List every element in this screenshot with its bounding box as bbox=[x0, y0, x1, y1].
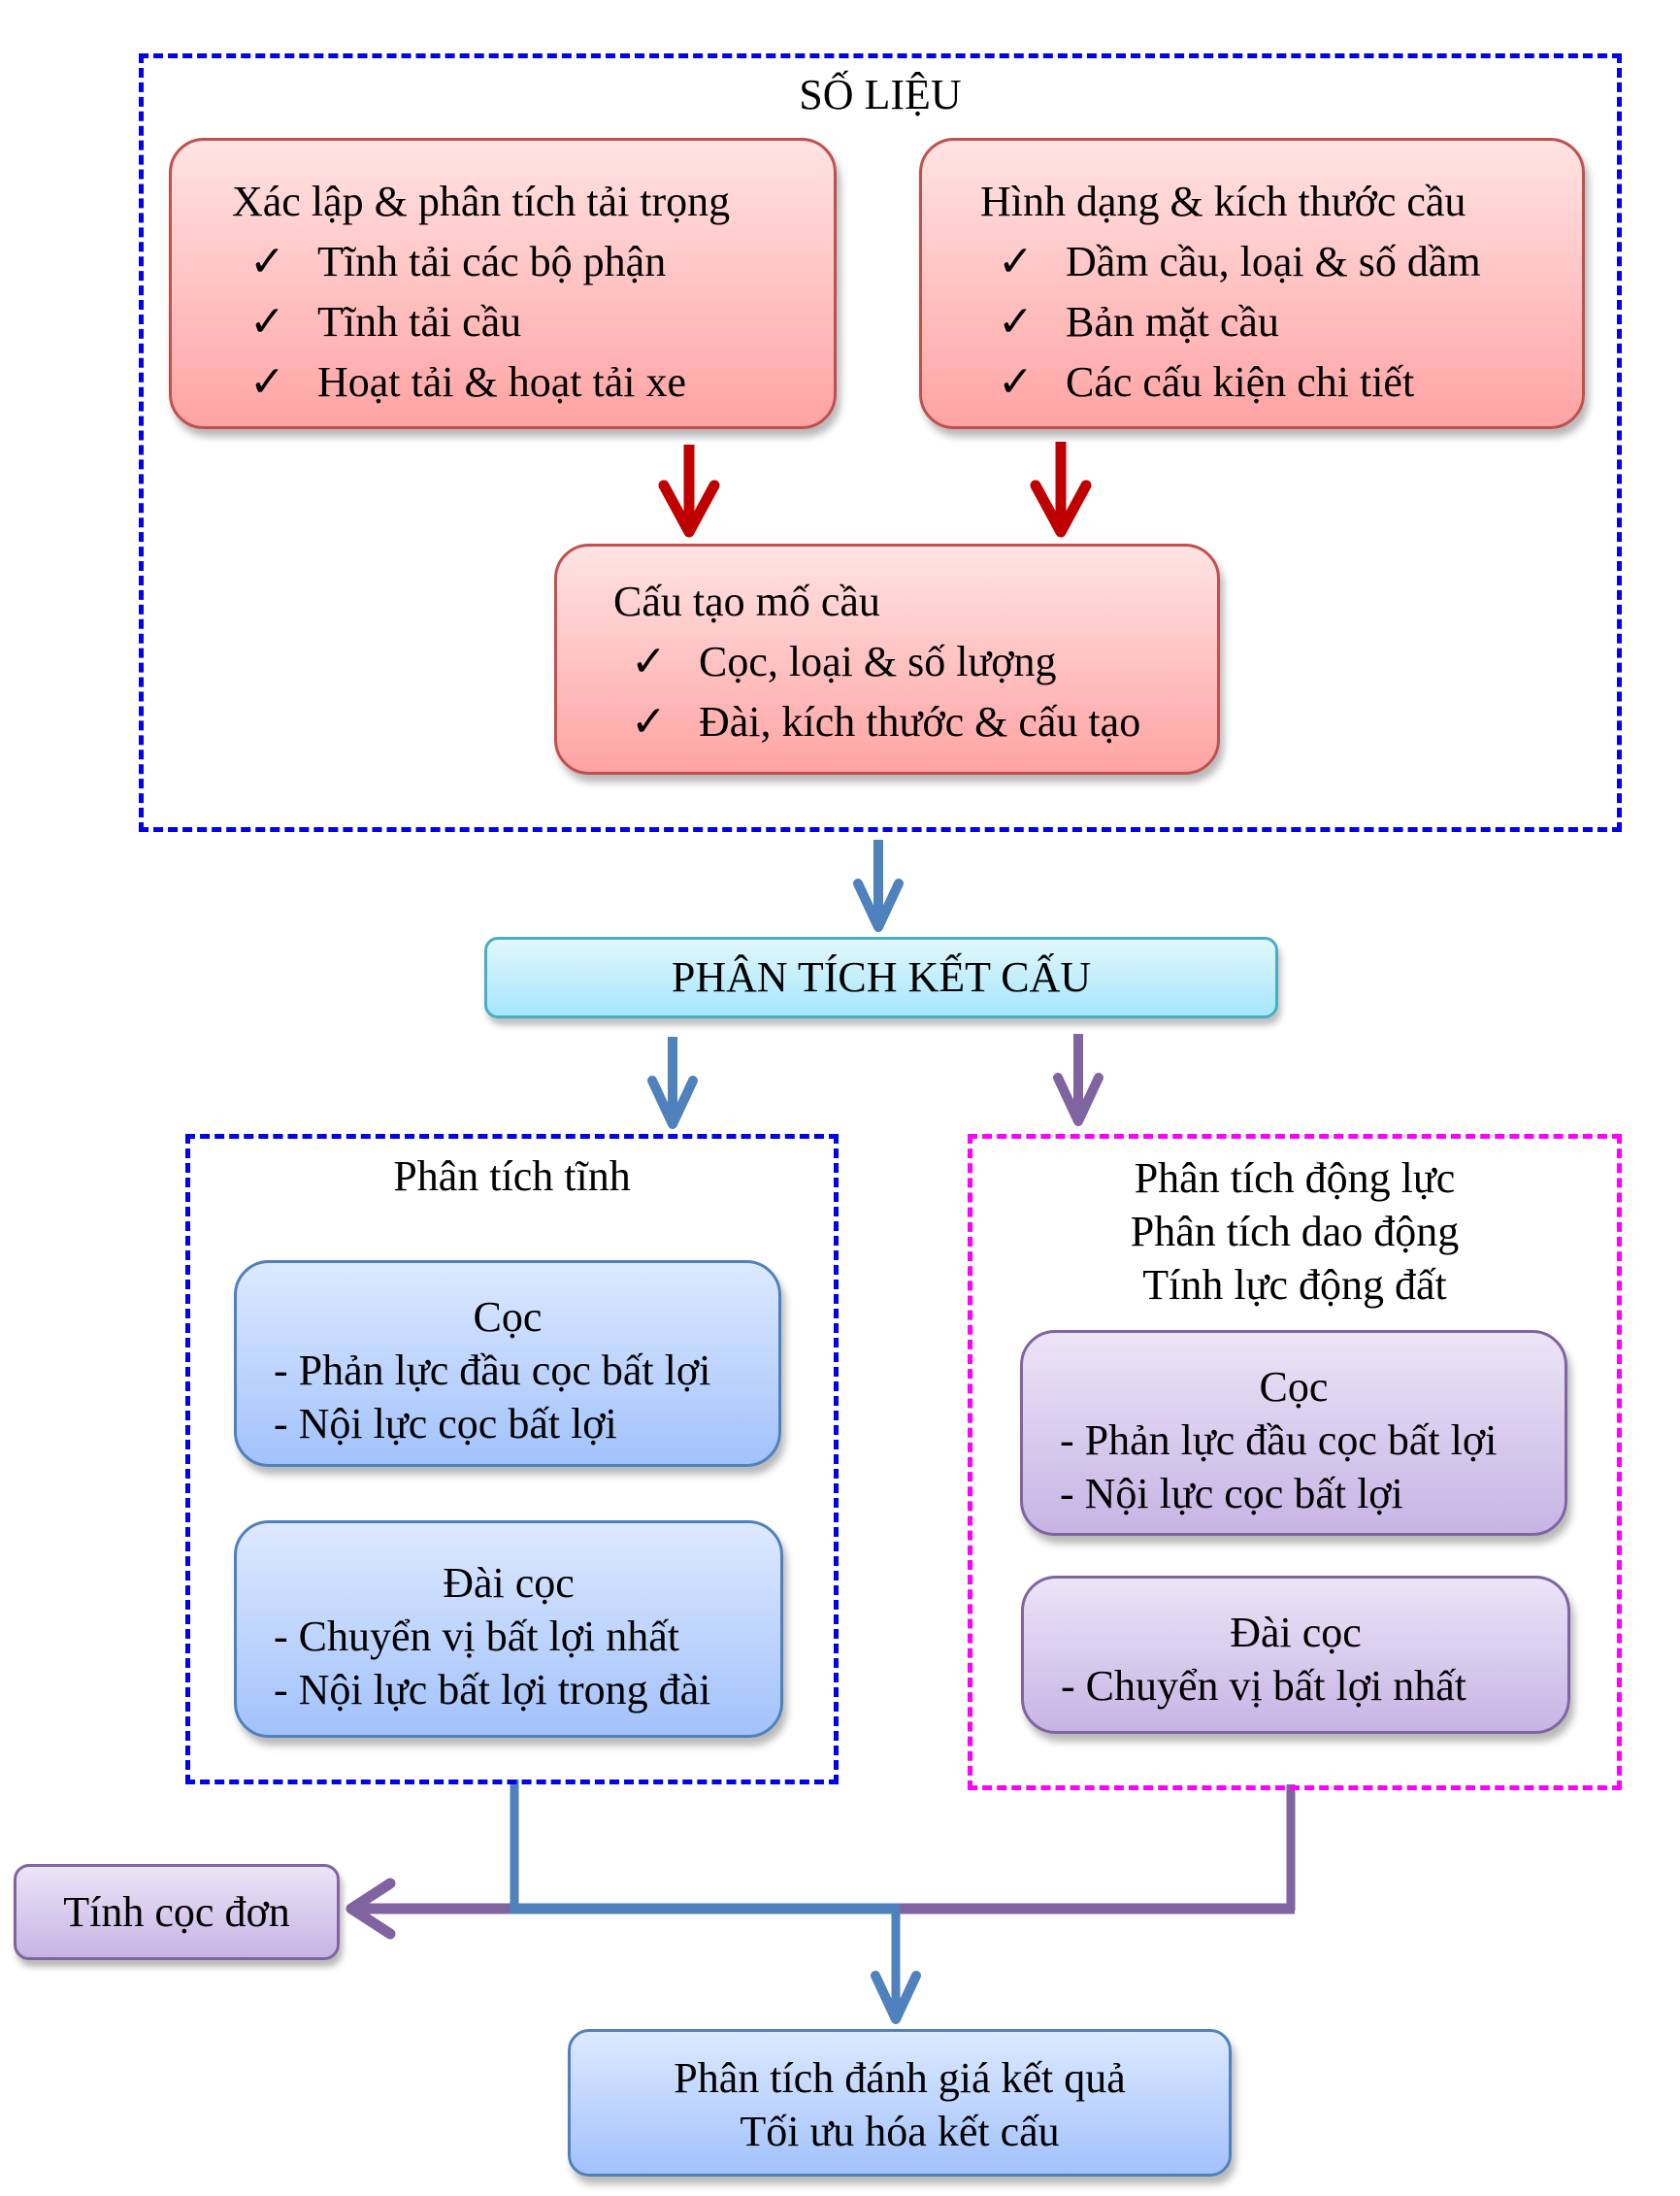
load-item: ✓Tĩnh tải các bộ phận bbox=[232, 232, 834, 292]
single-pile-box: Tính cọc đơn bbox=[14, 1864, 340, 1960]
check-icon: ✓ bbox=[249, 238, 285, 285]
static-analysis-frame bbox=[185, 1134, 839, 1784]
merge-connector bbox=[346, 1780, 1296, 2024]
abutment-item: ✓Đài, kích thước & cấu tạo bbox=[613, 692, 1217, 752]
load-analysis-heading: Xác lập & phân tích tải trọng bbox=[232, 178, 731, 225]
load-item: ✓Tĩnh tải cầu bbox=[232, 292, 834, 352]
dynamic-cap-item: - Chuyển vị bất lợi nhất bbox=[1061, 1662, 1466, 1710]
dynamic-analysis-title: Phân tích động lực bbox=[1134, 1154, 1456, 1202]
load-item: ✓Hoạt tải & hoạt tải xe bbox=[232, 352, 834, 413]
geometry-item: ✓Dầm cầu, loại & số dầm bbox=[980, 232, 1582, 292]
static-cap-item: - Nội lực bất lợi trong đài bbox=[274, 1666, 711, 1714]
data-section-title: SỐ LIỆU bbox=[799, 71, 962, 118]
check-icon: ✓ bbox=[998, 358, 1034, 406]
check-icon: ✓ bbox=[249, 358, 285, 406]
dynamic-pile-item: - Nội lực cọc bất lợi bbox=[1060, 1470, 1403, 1517]
static-pile-item: - Nội lực cọc bất lợi bbox=[274, 1400, 617, 1447]
dynamic-pile-box: Cọc - Phản lực đầu cọc bất lợi - Nội lực… bbox=[1020, 1330, 1567, 1536]
structural-analysis-label: PHÂN TÍCH KẾT CẤU bbox=[671, 953, 1092, 1001]
dynamic-pile-heading: Cọc bbox=[1259, 1363, 1329, 1411]
load-analysis-box: Xác lập & phân tích tải trọng ✓Tĩnh tải … bbox=[169, 138, 837, 429]
seismic-force-title: Tính lực động đất bbox=[1142, 1261, 1447, 1309]
static-cap-heading: Đài cọc bbox=[443, 1559, 575, 1607]
dynamic-cap-box: Đài cọc - Chuyển vị bất lợi nhất bbox=[1021, 1576, 1570, 1734]
arrow-data-to-analysis bbox=[853, 840, 904, 932]
static-cap-item: - Chuyển vị bất lợi nhất bbox=[274, 1613, 679, 1660]
result-evaluation-line: Phân tích đánh giá kết quả bbox=[674, 2054, 1126, 2102]
single-pile-label: Tính cọc đơn bbox=[63, 1887, 290, 1936]
data-section-frame bbox=[139, 53, 1622, 832]
check-icon: ✓ bbox=[998, 238, 1034, 285]
arrow-analysis-to-dynamic bbox=[1053, 1034, 1104, 1126]
check-icon: ✓ bbox=[631, 698, 667, 746]
check-icon: ✓ bbox=[998, 298, 1034, 346]
arrow-load-to-abutment bbox=[658, 445, 720, 538]
dynamic-cap-heading: Đài cọc bbox=[1230, 1609, 1362, 1656]
bridge-geometry-box: Hình dạng & kích thước cầu ✓Dầm cầu, loạ… bbox=[919, 138, 1585, 429]
geometry-item: ✓Các cấu kiện chi tiết bbox=[980, 352, 1582, 413]
check-icon: ✓ bbox=[631, 638, 667, 685]
geometry-item: ✓Bản mặt cầu bbox=[980, 292, 1582, 352]
static-pile-item: - Phản lực đầu cọc bất lợi bbox=[274, 1347, 711, 1394]
optimization-line: Tối ưu hóa kết cấu bbox=[740, 2108, 1060, 2155]
bridge-geometry-heading: Hình dạng & kích thước cầu bbox=[980, 178, 1466, 225]
static-analysis-title: Phân tích tĩnh bbox=[393, 1152, 631, 1200]
abutment-item: ✓Cọc, loại & số lượng bbox=[613, 632, 1217, 692]
abutment-structure-box: Cấu tạo mố cầu ✓Cọc, loại & số lượng ✓Đà… bbox=[554, 544, 1220, 775]
result-evaluation-box: Phân tích đánh giá kết quả Tối ưu hóa kế… bbox=[568, 2029, 1232, 2177]
check-icon: ✓ bbox=[249, 298, 285, 346]
static-pile-heading: Cọc bbox=[473, 1293, 543, 1341]
dynamic-analysis-titles: Phân tích động lực Phân tích dao động Tí… bbox=[968, 1151, 1622, 1312]
abutment-heading: Cấu tạo mố cầu bbox=[613, 578, 880, 625]
arrow-analysis-to-static bbox=[647, 1037, 698, 1129]
dynamic-pile-item: - Phản lực đầu cọc bất lợi bbox=[1060, 1416, 1498, 1464]
vibration-analysis-title: Phân tích dao động bbox=[1130, 1208, 1460, 1255]
dynamic-analysis-frame bbox=[968, 1134, 1622, 1790]
static-pile-box: Cọc - Phản lực đầu cọc bất lợi - Nội lực… bbox=[234, 1260, 781, 1467]
arrow-geometry-to-abutment bbox=[1030, 442, 1092, 538]
structural-analysis-box: PHÂN TÍCH KẾT CẤU bbox=[484, 937, 1278, 1018]
static-cap-box: Đài cọc - Chuyển vị bất lợi nhất - Nội l… bbox=[234, 1520, 783, 1738]
